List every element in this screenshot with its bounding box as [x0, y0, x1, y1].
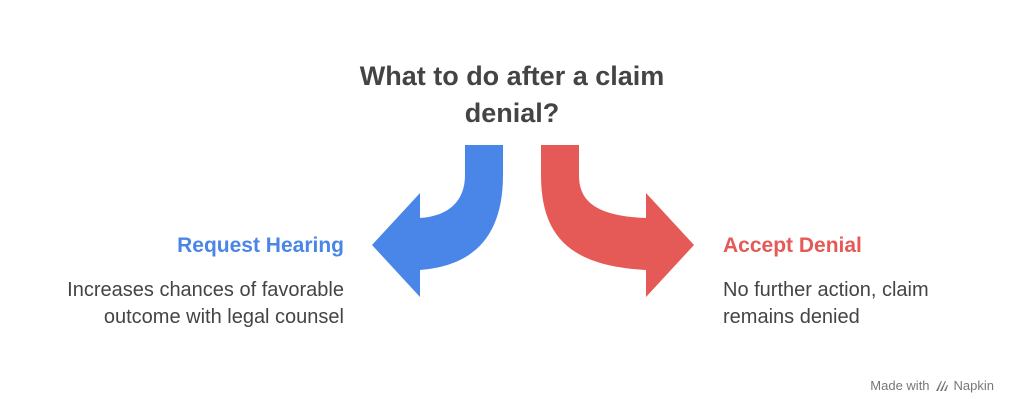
option-title-accept-denial: Accept Denial	[723, 234, 862, 257]
option-title-request-hearing: Request Hearing	[177, 234, 344, 257]
diagram-title: What to do after a claim denial?	[359, 61, 665, 128]
right-curved-arrow-icon	[541, 145, 694, 297]
made-with-credit: Made with Napkin	[870, 378, 994, 394]
option-description-request-hearing: Increases chances of favorable outcome w…	[67, 279, 344, 328]
credit-brand: Napkin	[953, 378, 994, 393]
option-description-accept-denial: No further action, claim remains denied	[723, 279, 929, 328]
napkin-logo-icon	[935, 381, 948, 391]
left-curved-arrow-icon	[372, 145, 503, 297]
credit-prefix: Made with	[870, 378, 930, 393]
